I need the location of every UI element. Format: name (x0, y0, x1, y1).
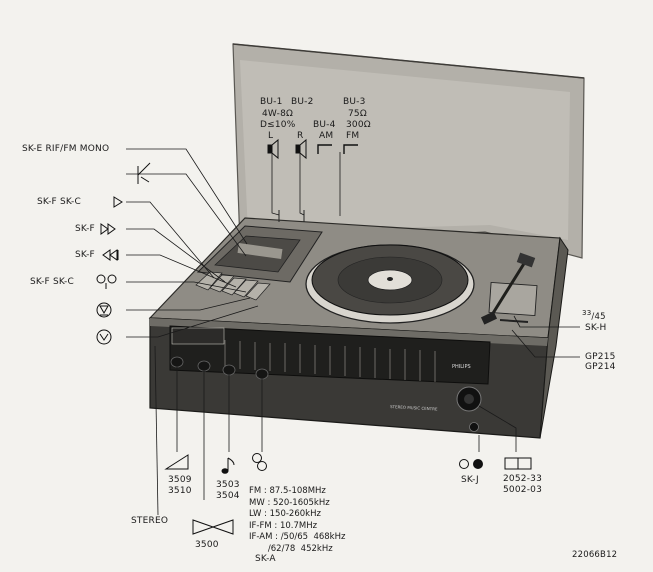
function-icons (96, 162, 151, 345)
spec-if-am-2: /62/78 452kHz (249, 543, 333, 554)
label-sk-f-sk-c-play: SK-F SK-C (37, 197, 81, 207)
frequency-specs: FM : 87.5-108MHz MW : 520-1605kHz LW : 1… (249, 486, 345, 555)
spec-lw: LW : 150-260kHz (249, 509, 321, 519)
label-bu1: BU-1 (260, 97, 283, 107)
label-gp214: GP214 (585, 362, 616, 372)
label-sk-e: SK-E RIF/FM MONO (22, 144, 110, 154)
label-pot-3503: 3503 (216, 480, 240, 490)
label-code1: 2052-33 (503, 474, 543, 484)
label-bu1-spec: 4W-8Ω (262, 109, 294, 119)
spec-if-fm: IF-FM : 10.7MHz (249, 520, 318, 531)
spec-if-am: IF-AM : /50/65 468kHz (249, 532, 346, 542)
label-bu4: BU-4 (313, 120, 336, 130)
label-pot-3500: 3500 (195, 540, 219, 550)
label-distortion: D≤10% (260, 120, 296, 130)
cassette-keys (195, 271, 271, 301)
label-speed-45: 45 (594, 311, 606, 322)
label-pot-3509: 3509 (168, 475, 192, 485)
label-left: L (268, 131, 274, 141)
label-right: R (297, 131, 304, 141)
label-bu4-spec: 300Ω (346, 120, 371, 130)
model-mark: STEREO MUSIC CENTRE (390, 404, 438, 412)
label-pot-3510: 3510 (168, 486, 192, 496)
tonearm (480, 252, 538, 325)
figure-number: 22066B12 (572, 550, 618, 560)
pot-icons (164, 453, 532, 535)
spec-mw: MW : 520-1605kHz (249, 497, 330, 508)
label-sk-j: SK-J (461, 475, 479, 485)
label-sk-f-rew: SK-F (75, 250, 95, 260)
label-speed-33: 33 (582, 308, 592, 317)
spec-fm: FM : 87.5-108MHz (249, 486, 326, 496)
label-sk-f-ff: SK-F (75, 224, 95, 234)
label-bu3-spec: 75Ω (348, 109, 367, 119)
label-gp215: GP215 (585, 352, 616, 362)
label-speed: 33/45 (582, 308, 606, 322)
label-sk-a: SK-A (255, 554, 276, 564)
label-pot-3504: 3504 (216, 491, 240, 501)
label-code2: 5002-03 (503, 485, 543, 495)
label-bu3: BU-3 (343, 97, 366, 107)
label-stereo: STEREO (131, 516, 169, 526)
label-am: AM (319, 131, 334, 141)
label-sk-f-sk-c-rec: SK-F SK-C (30, 277, 74, 287)
brand-mark: PHILIPS (452, 364, 471, 370)
control-knobs (170, 356, 269, 380)
label-bu2: BU-2 (291, 97, 314, 107)
label-fm: FM (346, 131, 360, 141)
socket-icons (267, 138, 358, 160)
leader-lines (126, 148, 580, 516)
label-sk-h: SK-H (585, 323, 607, 333)
